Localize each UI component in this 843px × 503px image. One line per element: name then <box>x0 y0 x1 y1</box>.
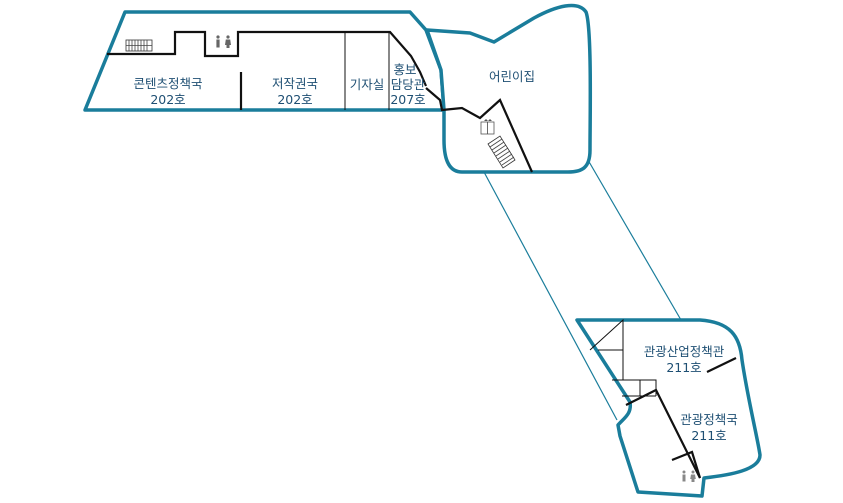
room-name-kids-house: 어린이집 <box>489 69 535 84</box>
room-name-pr-officer-line2: 담당관 <box>391 77 426 92</box>
corridor-line-left <box>483 171 618 421</box>
kids-house-wing <box>425 3 593 174</box>
kids-house-diagonal-wall <box>425 87 534 173</box>
room-name-press-room: 기자실 <box>350 77 385 92</box>
room-name-content-policy: 콘텐츠정책국 <box>133 76 202 91</box>
stairs-icon <box>487 135 516 169</box>
room-number-pr-officer: 207호 <box>390 92 425 107</box>
room-number-tourism-industry: 211호 <box>666 360 701 375</box>
room-number-tourism-policy: 211호 <box>691 428 726 443</box>
room-number-content-policy: 202호 <box>150 92 185 107</box>
restroom-icon <box>682 470 696 482</box>
room-name-tourism-policy: 관광정책국 <box>680 412 738 427</box>
elevator-icon <box>480 119 495 135</box>
room-number-copyright: 202호 <box>277 92 312 107</box>
restroom-bottom-wall <box>671 450 702 479</box>
room-name-pr-officer-line1: 홍보 <box>393 62 416 77</box>
wall-tourism-industry <box>706 357 737 373</box>
room-name-copyright: 저작권국 <box>272 76 318 91</box>
lower-corridor-wall <box>625 388 701 479</box>
restroom-icon <box>216 35 231 48</box>
room-name-tourism-industry: 관광산업정책관 <box>644 344 725 359</box>
upper-corridor-wall <box>107 30 428 87</box>
corridor-line-right <box>587 159 682 321</box>
stairs-icon <box>125 39 153 52</box>
